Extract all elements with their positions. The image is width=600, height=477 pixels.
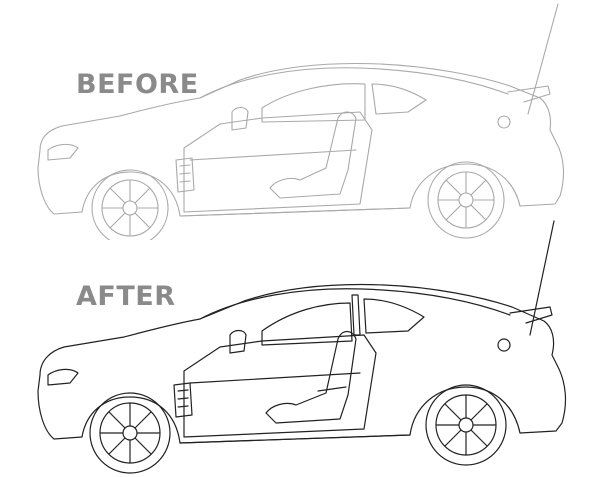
- before-car-illustration: [37, 3, 565, 240]
- car-body: [37, 3, 565, 240]
- car-body: [37, 220, 567, 474]
- after-label: AFTER: [76, 281, 176, 312]
- before-label: BEFORE: [76, 69, 199, 100]
- after-car-illustration: [37, 220, 567, 474]
